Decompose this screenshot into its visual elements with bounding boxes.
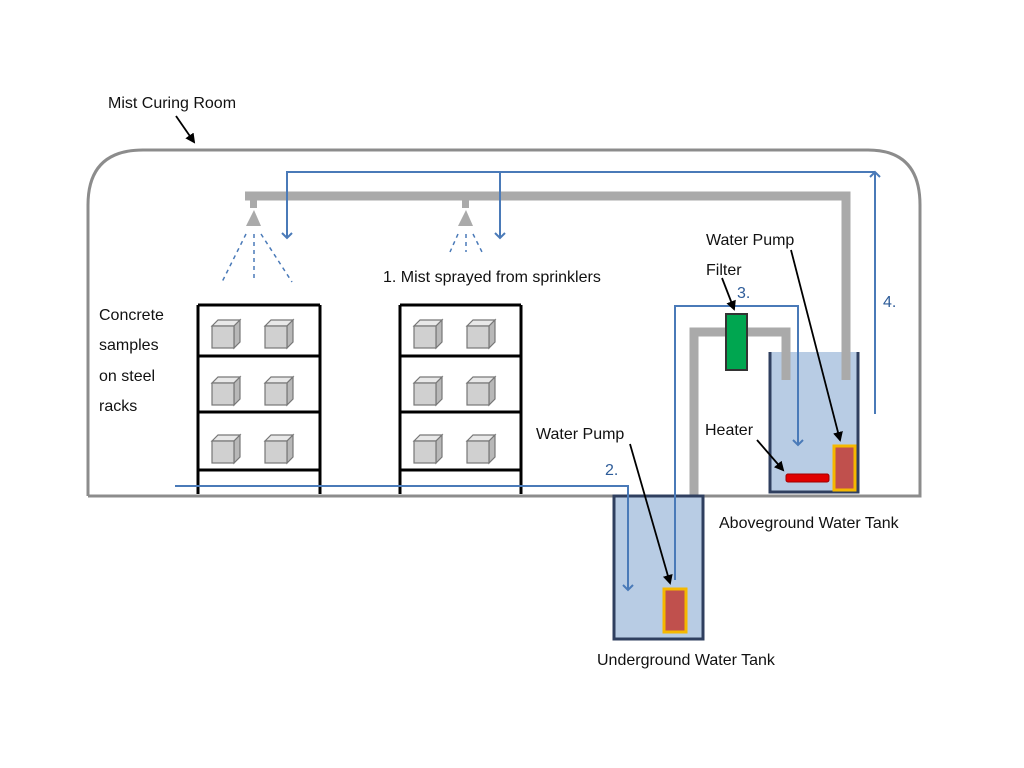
filter-label: Filter	[706, 262, 742, 279]
pointer-arrows	[175, 115, 843, 585]
steel-rack-left	[196, 303, 322, 494]
water-pump-aboveground	[832, 444, 857, 492]
sprinkler-head-1	[221, 196, 293, 283]
heater-element	[785, 473, 830, 483]
step3-label: 3.	[737, 285, 750, 302]
curing-room-outline	[86, 148, 922, 498]
heater-label: Heater	[705, 422, 754, 439]
step4-label: 4.	[883, 294, 896, 311]
samples-label-line2: samples	[99, 337, 159, 354]
samples-label-line4: racks	[99, 398, 137, 415]
room-label: Mist Curing Room	[108, 95, 236, 112]
water-flow-path	[175, 170, 881, 592]
water-pump-upper-label: Water Pump	[706, 232, 794, 249]
samples-label-line1: Concrete	[99, 307, 164, 324]
samples-label-line3: on steel	[99, 368, 155, 385]
aboveground-tank-label: Aboveground Water Tank	[719, 515, 900, 532]
water-pump-lower-label: Water Pump	[536, 426, 624, 443]
steel-rack-right	[398, 303, 523, 494]
water-pump-underground	[662, 587, 688, 634]
step2-label: 2.	[605, 462, 618, 479]
filter-unit	[725, 313, 748, 371]
step1-label: 1. Mist sprayed from sprinklers	[383, 269, 601, 286]
sprinkler-head-2	[449, 196, 483, 253]
underground-tank-label: Underground Water Tank	[597, 652, 776, 669]
